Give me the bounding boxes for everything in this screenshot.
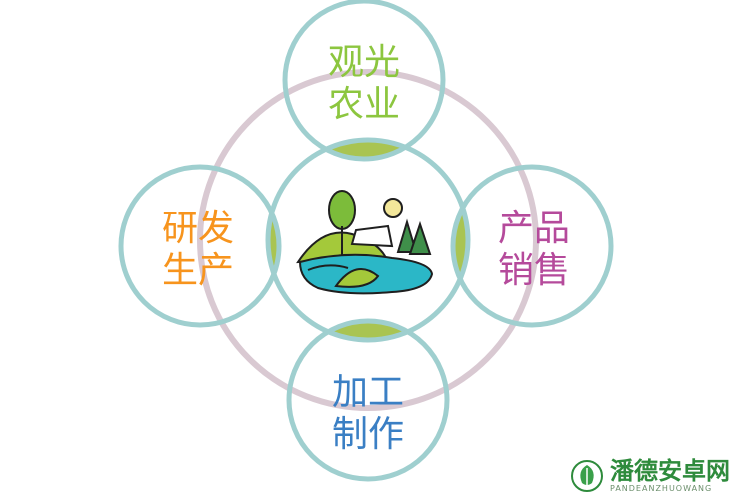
pine-icon [396, 218, 418, 253]
site-watermark: 潘德安卓网 PANDEANZHUOWANG [570, 456, 730, 496]
watermark-subtitle: PANDEANZHUOWANG [610, 484, 713, 493]
node-bottom-line1: 加工 [332, 372, 404, 413]
pine-icon-2 [408, 220, 432, 255]
node-left-line1: 研发 [162, 208, 234, 249]
node-right-line2: 销售 [498, 250, 570, 291]
node-bottom: 加工 制作 [332, 372, 404, 455]
node-circle-top [282, 0, 446, 162]
node-top: 观光 农业 [328, 42, 400, 125]
tree-icon [328, 190, 356, 230]
watermark-text: 潘德安卓网 PANDEANZHUOWANG [610, 459, 730, 493]
leaf-badge-icon [571, 460, 603, 492]
node-top-line1: 观光 [328, 42, 400, 83]
house-icon [350, 224, 394, 248]
foreground-hill-icon [334, 267, 380, 288]
sun-icon [383, 198, 403, 218]
shore-line [307, 264, 349, 271]
node-right: 产品 销售 [498, 208, 570, 291]
node-right-line1: 产品 [498, 208, 570, 249]
node-left-line2: 生产 [162, 250, 234, 291]
node-left: 研发 生产 [162, 208, 234, 291]
landscape-logo-icon [296, 190, 434, 295]
node-circle-bottom [286, 318, 450, 482]
connecting-ring [197, 69, 539, 411]
node-bottom-line2: 制作 [332, 414, 404, 455]
node-circle-left [118, 164, 282, 328]
node-top-line2: 农业 [328, 84, 400, 125]
node-circle-right [450, 164, 614, 328]
watermark-title: 潘德安卓网 [610, 457, 730, 485]
center-circle [265, 137, 471, 343]
